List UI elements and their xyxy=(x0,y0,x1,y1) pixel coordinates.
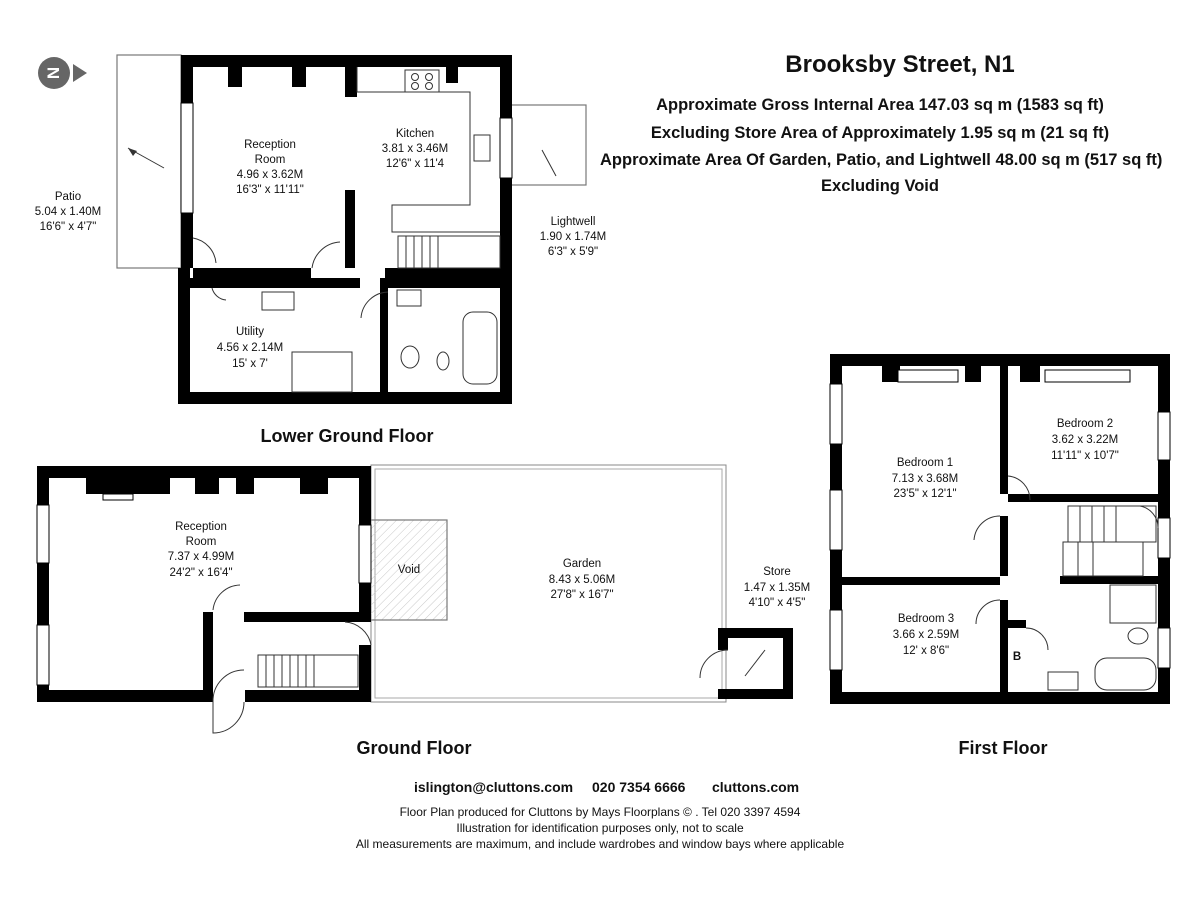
measurements-note: All measurements are maximum, and includ… xyxy=(355,837,845,851)
reception-lg-imperial: 16'3" x 11'11" xyxy=(236,184,304,196)
bedroom1-metric: 7.13 x 3.68M xyxy=(892,473,958,485)
reception-g-label-1: Reception xyxy=(175,521,227,533)
bedroom3-metric: 3.66 x 2.59M xyxy=(893,629,959,641)
garden-imperial: 27'8" x 16'7" xyxy=(550,589,613,601)
lower-ground-walls xyxy=(178,55,512,404)
boiler-label: B xyxy=(1013,651,1021,663)
utility-imperial: 15' x 7' xyxy=(232,358,268,370)
reception-lg-label-2: Room xyxy=(255,154,286,166)
bedroom2-metric: 3.62 x 3.22M xyxy=(1052,434,1118,446)
bedroom3-label: Bedroom 3 xyxy=(898,613,954,625)
store-metric: 1.47 x 1.35M xyxy=(744,582,810,594)
compass-arrow-icon xyxy=(73,64,87,82)
store-area-line: Excluding Store Area of Approximately 1.… xyxy=(650,124,1110,142)
bedroom1-label: Bedroom 1 xyxy=(897,457,953,469)
lightwell-outline xyxy=(509,104,587,186)
bedroom3-imperial: 12' x 8'6" xyxy=(903,645,949,657)
contact-email[interactable]: islington@cluttons.com xyxy=(414,779,574,795)
garden-metric: 8.43 x 5.06M xyxy=(549,574,615,586)
kitchen-metric: 3.81 x 3.46M xyxy=(382,143,448,155)
reception-g-imperial: 24'2" x 16'4" xyxy=(169,567,232,579)
bedroom2-label: Bedroom 2 xyxy=(1057,418,1113,430)
first-floor-label: First Floor xyxy=(959,738,1048,758)
property-title: Brooksby Street, N1 xyxy=(785,51,1015,78)
bedroom1-imperial: 23'5" x 12'1" xyxy=(893,488,956,500)
kitchen-label: Kitchen xyxy=(396,128,434,140)
first-floor-plan xyxy=(829,354,1171,704)
illustration-note: Illustration for identification purposes… xyxy=(456,821,744,835)
contact-website[interactable]: cluttons.com xyxy=(712,779,800,795)
lightwell-label: Lightwell xyxy=(551,216,596,228)
garden-area-line: Approximate Area Of Garden, Patio, and L… xyxy=(600,151,1163,169)
produced-by-note: Floor Plan produced for Cluttons by Mays… xyxy=(399,805,801,819)
lightwell-imperial: 6'3" x 5'9" xyxy=(548,246,598,258)
void-area xyxy=(369,519,448,621)
utility-metric: 4.56 x 2.14M xyxy=(217,342,283,354)
reception-lg-label-1: Reception xyxy=(244,139,296,151)
patio-metric: 5.04 x 1.40M xyxy=(35,206,101,218)
ground-floor-plan xyxy=(36,464,793,734)
kitchen-imperial: 12'6" x 11'4 xyxy=(386,158,445,170)
reception-g-label-2: Room xyxy=(186,536,217,548)
ground-floor-label: Ground Floor xyxy=(357,738,472,758)
store-label: Store xyxy=(763,566,791,578)
gross-area-line: Approximate Gross Internal Area 147.03 s… xyxy=(656,96,1104,114)
reception-lg-metric: 4.96 x 3.62M xyxy=(237,169,303,181)
lightwell-metric: 1.90 x 1.74M xyxy=(540,231,606,243)
patio-imperial: 16'6" x 4'7" xyxy=(40,221,97,233)
void-note-line: Excluding Void xyxy=(821,177,939,195)
bedroom2-imperial: 11'11" x 10'7" xyxy=(1051,450,1119,462)
utility-label: Utility xyxy=(236,326,264,338)
reception-g-metric: 7.37 x 4.99M xyxy=(168,551,234,563)
patio-label: Patio xyxy=(55,191,81,203)
first-floor-walls xyxy=(830,354,1170,704)
lower-ground-floor-label: Lower Ground Floor xyxy=(261,426,434,446)
patio-outline xyxy=(116,54,182,269)
store-imperial: 4'10" x 4'5" xyxy=(749,597,806,609)
garden-label: Garden xyxy=(563,558,601,570)
void-label: Void xyxy=(398,564,420,576)
contact-phone[interactable]: 020 7354 6666 xyxy=(592,779,686,795)
lower-ground-floor-plan xyxy=(116,54,587,404)
